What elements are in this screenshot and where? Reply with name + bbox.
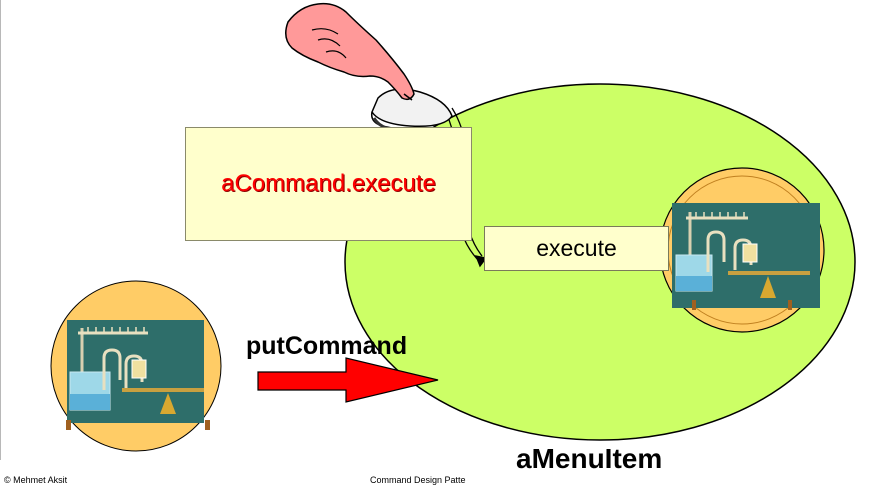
receiver-object-icon <box>659 167 825 333</box>
put-command-label: putCommand <box>246 332 408 360</box>
put-arrow-icon <box>257 357 439 403</box>
execute-box: execute <box>484 226 669 271</box>
mouse-icon <box>370 88 453 132</box>
pointing-hand-icon <box>285 2 415 101</box>
menu-item-label: aMenuItem <box>516 443 663 474</box>
call-callout-box: aCommand.execute <box>185 127 472 241</box>
slide-border <box>0 0 1 460</box>
command-object-icon <box>50 280 222 452</box>
footer-title: Command Design Patte <box>370 475 466 485</box>
footer-author: © Mehmet Aksit <box>4 475 68 485</box>
callout-text: aCommand.execute <box>221 170 436 197</box>
execute-label: execute <box>536 235 617 261</box>
